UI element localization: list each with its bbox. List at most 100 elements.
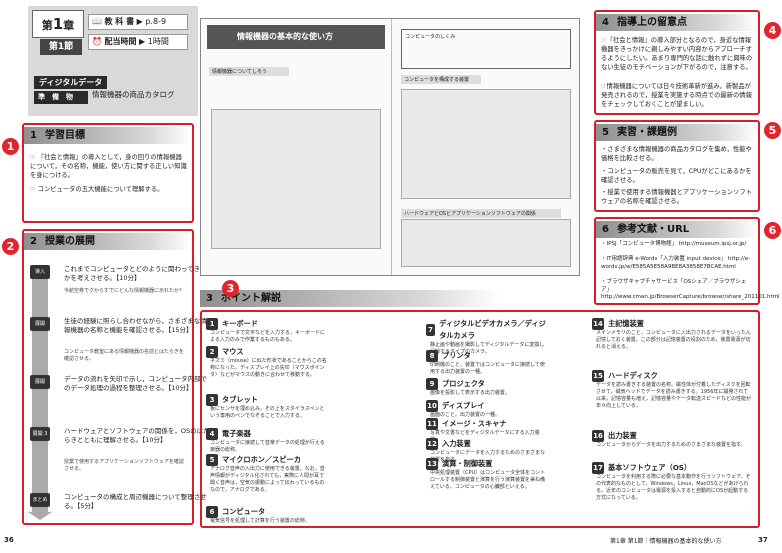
marker-1: 1 [2,138,19,155]
software-diagram [401,219,571,267]
pointer-icon: ☞ [30,154,36,161]
textbook-row: 📖 教 科 書 ▶ p.8-9 [88,14,188,30]
step-note: コンピュータ教室にある情報機器の名前とはたらきを確認させる。 [64,349,184,362]
step-1: 展開生徒の経験に照らし合わせながら，さまざまな情報機器の名称と機能を確認させる。… [30,317,212,335]
category-label: ディジタルデータ [34,76,108,89]
computer-diagram [401,89,571,199]
point-desc: ネズミ（mouse）に似た形状であることからこの名称になった。ディスプレイ上の矢… [210,358,327,378]
guidance-item: ☞『社会と情報』の導入部分となるので，身近な情報機器をきっかけに親しみやすい内容… [601,37,753,71]
pointer-icon: ☞ [30,186,36,193]
point-desc: 電気信号を処理して計算を行う装置の総称。 [210,518,310,524]
pointer-icon: ☞ [601,83,607,90]
time-row: ⏰ 配当時間 ▶ 1時間 [88,34,188,50]
point-desc: 中央処理装置（CPU）はコンピュータ全体をコントロールする制御装置と演算を行う演… [430,470,546,490]
goals-item: ☞ 『社会と情報』の導入として，身の回りの情報機器について，その名称，機能，使い… [30,154,187,179]
textbook-right-bottom: ハードウェアとOSとアプリケーションソフトウェアの関係 [401,209,561,218]
marker-4: 4 [764,22,781,39]
prep-value: 情報機器の商品カタログ [92,90,175,99]
point-desc: アナログ音声の入出力に使用できる装置。なお，音声情報がディジタル化されても，実際… [210,466,325,493]
points-section [200,310,760,528]
point-desc: データを読み書きする装置の名称。磁性体が付着したディスクを回転させて，磁気ヘッド… [596,382,752,409]
textbook-left-sub: 情報機器についてしろう [209,67,289,76]
footer-left-page: 36 [4,536,14,544]
textbook-right-top: コンピュータのしくみ [401,29,571,69]
footer-right-page: 37 [758,536,768,544]
point-desc: コンピュータを利用する際に必要な基本動作を行うソフトウェア。その代表的なものとし… [596,474,751,501]
clock-icon: ⏰ [92,37,102,46]
point-desc: コンピュータからデータを出力するためのさまざまな装置を指す。 [596,442,746,448]
marker-6: 6 [764,222,781,239]
prep-label: 準 備 物 [34,91,88,104]
step-note: 授業で使用するアプリケーションソフトウェアを確認させる。 [64,459,184,472]
textbook-right-sub: コンピュータを構成する装置 [401,75,481,84]
point-desc: 静止画や動画を撮影してディジタルデータに変換し記録するタイプのカメラ。 [430,342,545,355]
reference-item: ・IPSJ「コンピュータ博物館」 http://museum.ipsj.or.j… [601,241,747,247]
textbook-left-title: 情報機器の基本的な使い方 [207,25,385,49]
step-note: 今航空券でクからすでにどんな情報機器に示れたか？ [64,288,184,294]
pointer-icon: ☞ [601,37,607,44]
marker-2: 2 [2,238,19,255]
point-desc: 画像を投影して表示する出力装置。 [430,390,510,396]
reference-item: ・ブラウザキャプチャサービス「OSシェア／ブラウザシェア」 http://www… [601,279,780,300]
goals-item: ☞ コンピュータの五大機能について理解する。 [30,186,164,193]
point-desc: 画面のこと。出力装置の一種。 [430,412,501,418]
marker-3: 3 [222,280,239,297]
point-desc: コンピュータで文字などを入力する，キーボードによる入力のみで作業するものもある。 [210,330,326,343]
practice-item: ・さまざまな情報機器の商品カタログを集め，性能や価格を比較させる。 [601,146,752,162]
devices-illustration [211,109,381,249]
point-desc: 印刷機のこと。装置ではコンピュータに接続して使用する出力装置の一種。 [430,362,545,375]
step-intro: 導入これまでコンピュータとどのように関わってきたかを考えさせる。【10分】 [30,265,212,283]
textbook-spread: 情報機器の基本的な使い方 情報機器についてしろう コンピュータのしくみ コンピュ… [200,18,580,276]
point-desc: コンピュータに接続して音楽データの処理が行える楽器の総称。 [210,440,325,453]
marker-5: 5 [764,122,781,139]
point-desc: メインメモリのこと。コンピュータに入出力されるデータをいったん記憶しておく装置。… [596,330,751,350]
chapter-badge: 第1章 [32,10,84,38]
section-badge: 第1節 [40,39,82,55]
guidance-item: ☞情報機器については日々技術革新が進み，新製品が発売されるので，授業を実施する時… [601,83,752,108]
practice-item: ・コンピュータの販売を見て，CPUがどこにあるかを確認させる。 [601,168,752,184]
step-summary: まとめコンピュータの構成と周辺機器について整理させる。【5分】 [30,493,212,511]
